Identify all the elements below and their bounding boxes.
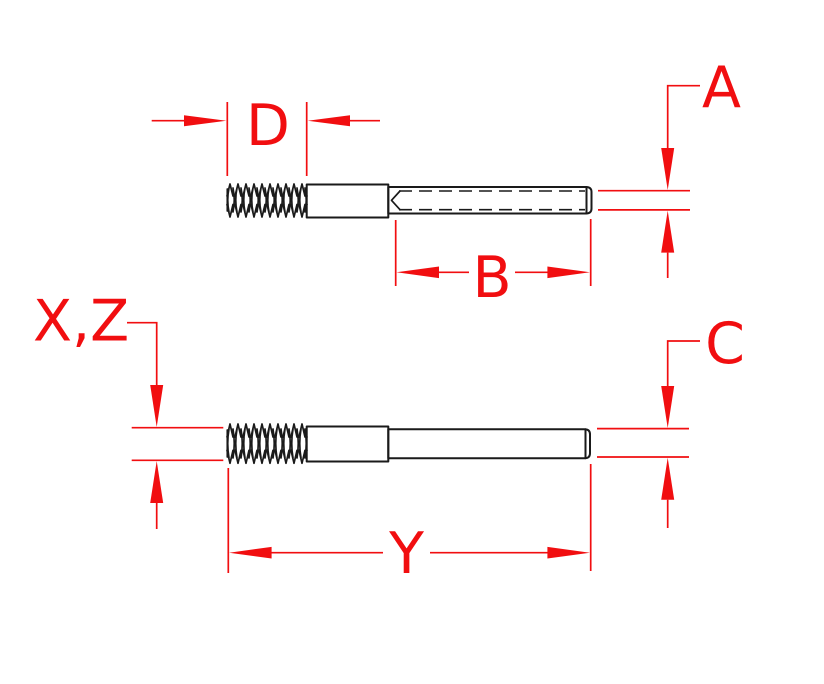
dimension-d-label: D — [246, 93, 290, 159]
thread-pitch — [242, 183, 252, 218]
upper-thread-section — [226, 183, 308, 218]
thread-pitch — [258, 183, 268, 218]
arrowhead-right-icon — [547, 266, 590, 279]
thread-pitch — [250, 183, 260, 218]
thread-pitch — [226, 183, 236, 218]
arrowhead-right-icon — [184, 115, 227, 127]
dimension-b: B — [394, 219, 592, 311]
arrowhead-down-icon — [661, 386, 675, 428]
lower-shank-section — [387, 428, 591, 460]
thread-pitch — [266, 183, 276, 218]
upper-stud-view — [226, 183, 593, 219]
arrowhead-up-icon — [661, 457, 675, 500]
thread-pitch — [242, 423, 252, 465]
upper-bore-chevron — [390, 190, 401, 211]
thread-pitch — [282, 423, 292, 465]
leader-line — [666, 84, 700, 149]
leader-line — [127, 321, 158, 386]
dimension-c-label: C — [705, 311, 745, 377]
dimension-c: C — [597, 311, 745, 528]
upper-body-section — [305, 183, 390, 219]
thread-pitch — [234, 183, 244, 218]
thread-pitch — [266, 423, 276, 465]
dimension-b-label: B — [472, 245, 511, 311]
lower-body-section — [305, 425, 390, 463]
lower-stud-view — [226, 423, 591, 465]
thread-pitch — [274, 423, 284, 465]
thread-pitch — [250, 423, 260, 465]
arrowhead-up-icon — [150, 461, 164, 503]
dimension-y-label: Y — [388, 521, 424, 587]
dimension-xz-label: X,Z — [33, 289, 129, 355]
arrowhead-left-icon — [307, 115, 350, 127]
thread-pitch — [234, 423, 244, 465]
dimension-y: Y — [227, 464, 592, 587]
thread-pitch — [290, 423, 300, 465]
dimension-a-label: A — [702, 55, 741, 121]
arrowhead-left-icon — [396, 266, 439, 279]
arrowhead-down-icon — [150, 385, 164, 427]
arrowhead-left-icon — [229, 546, 272, 559]
dimension-d: D — [151, 93, 380, 176]
arrowhead-right-icon — [547, 546, 590, 559]
thread-pitch — [258, 423, 268, 465]
thread-pitch — [226, 423, 236, 465]
leader-line — [666, 340, 700, 387]
thread-pitch — [282, 183, 292, 218]
arrowhead-up-icon — [661, 210, 675, 253]
lower-thread-section — [226, 423, 308, 465]
thread-pitch — [290, 183, 300, 218]
dimension-xz: X,Z — [33, 289, 224, 529]
arrowhead-down-icon — [661, 148, 675, 190]
upper-hidden-bore-lines — [390, 190, 585, 211]
thread-pitch — [274, 183, 284, 218]
dimension-a: A — [598, 55, 741, 278]
